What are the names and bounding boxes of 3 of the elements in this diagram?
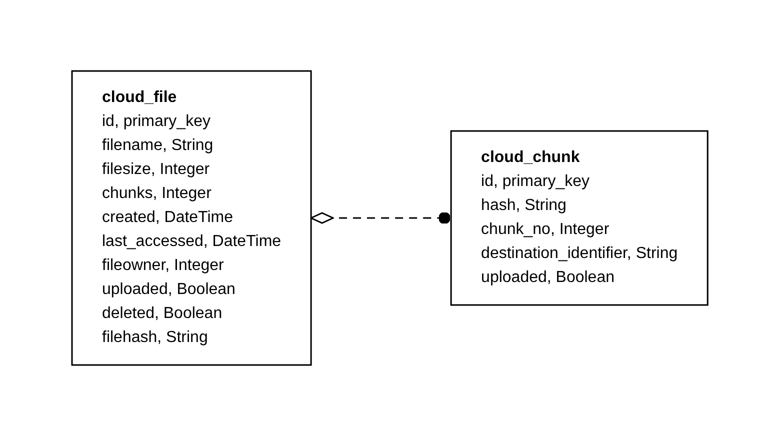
node-box: cloud_chunk id, primary_key hash, String chunk_no, Integer destination_identifier, String uploaded, Boolean [450,130,709,306]
connector [310,211,452,224]
node-box: cloud_file id, primary_key filename, String filesize, Integer chunks, Integer created, DateTime last_accessed, DateTime fileowner, Integer uploaded, Boolean deleted, Boolean filehash, String [71,70,312,366]
